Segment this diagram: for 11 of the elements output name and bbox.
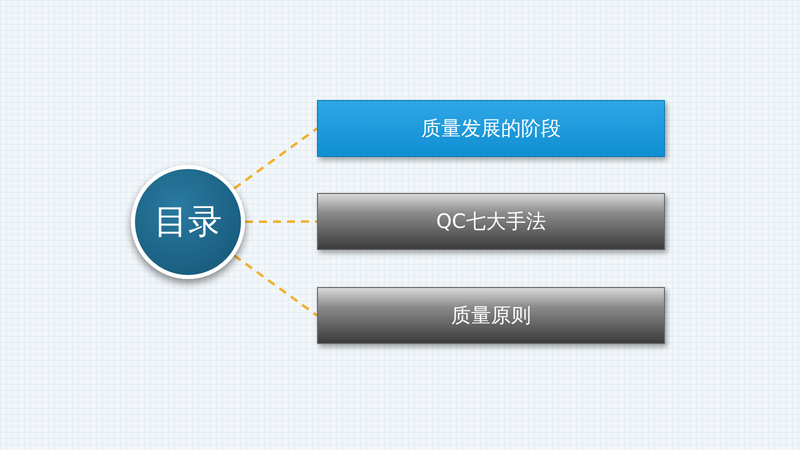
process-box <box>317 100 665 157</box>
node-label: QC七大手法 <box>436 208 546 235</box>
node-label: 目录 <box>154 201 222 244</box>
connector-line <box>233 254 318 317</box>
node-label: 质量原则 <box>451 302 531 329</box>
circle-node <box>131 165 245 279</box>
process-box <box>317 287 665 344</box>
connector-line <box>245 220 317 224</box>
node-label: 质量发展的阶段 <box>421 115 561 142</box>
process-box <box>317 193 665 250</box>
connector-line <box>233 127 318 190</box>
